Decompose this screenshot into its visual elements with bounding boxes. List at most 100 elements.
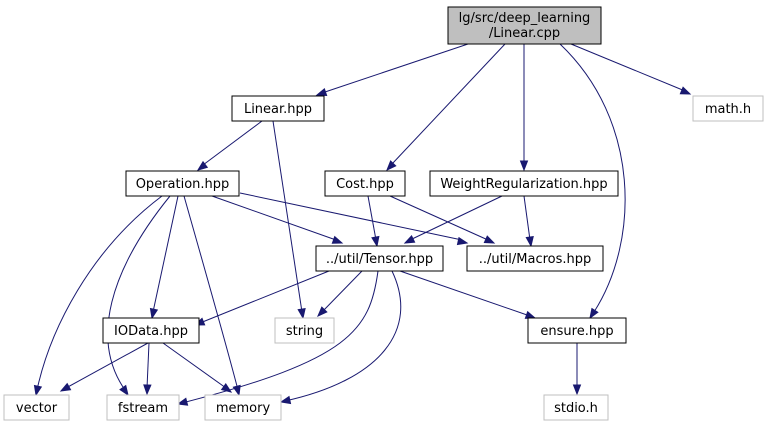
edge-root-to-ensure_hpp: [559, 43, 626, 320]
node-box: [543, 394, 609, 421]
node-box: [3, 394, 70, 421]
edge-tensor_hpp-to-iodata_hpp: [193, 270, 330, 326]
arrow-head-icon: [456, 236, 469, 246]
node-string[interactable]: string: [274, 317, 335, 344]
node-stdio-h[interactable]: stdio.h: [543, 394, 609, 421]
node-ensure-hpp[interactable]: ensure.hpp: [527, 317, 627, 344]
edge-root-to-cost_hpp: [386, 43, 506, 172]
edge-line: [162, 342, 227, 389]
edge-line: [523, 195, 531, 241]
arrow-head-icon: [519, 160, 529, 172]
edge-operation_hpp-to-tensor_hpp: [211, 195, 344, 244]
node-vector[interactable]: vector: [3, 394, 70, 421]
arrow-head-icon: [317, 306, 328, 317]
edge-linear_hpp-to-operation_hpp: [196, 120, 263, 171]
node-tensor-hpp[interactable]: ../util/Tensor.hpp: [315, 245, 444, 272]
edge-tensor_hpp-to-string: [317, 270, 363, 317]
node-iodata-hpp[interactable]: IOData.hpp: [102, 317, 200, 344]
edge-line: [559, 43, 626, 313]
node-box: [231, 95, 325, 122]
arrow-head-icon: [331, 235, 344, 244]
node-label: ensure.hpp: [540, 324, 613, 339]
arrow-head-icon: [483, 235, 496, 244]
edge-iodata_hpp-to-fstream: [143, 342, 152, 396]
node-label: stdio.h: [554, 401, 598, 416]
edge-line: [389, 195, 489, 241]
edge-layer: [33, 43, 692, 406]
edge-line: [321, 43, 469, 94]
edge-iodata_hpp-to-vector: [59, 342, 149, 392]
node-box: [315, 245, 444, 272]
edge-line: [399, 270, 531, 317]
node-operation-hpp[interactable]: Operation.hpp: [125, 170, 240, 197]
edge-line: [239, 192, 463, 241]
arrow-head-icon: [196, 160, 209, 171]
edge-cost_hpp-to-tensor_hpp: [367, 195, 380, 248]
arrow-head-icon: [525, 236, 534, 248]
node-box: [274, 317, 335, 344]
edge-line: [409, 195, 503, 241]
node-cost-hpp[interactable]: Cost.hpp: [324, 170, 406, 197]
edge-line: [199, 270, 330, 324]
edge-cost_hpp-to-macros_hpp: [389, 195, 496, 244]
arrow-head-icon: [59, 382, 72, 392]
node-box: [447, 6, 602, 45]
node-linear-hpp[interactable]: Linear.hpp: [231, 95, 325, 122]
edge-iodata_hpp-to-memory: [162, 342, 233, 393]
edge-operation_hpp-to-macros_hpp: [239, 192, 469, 246]
arrow-head-icon: [220, 383, 233, 393]
edge-line: [570, 43, 686, 92]
node-label: IOData.hpp: [114, 324, 188, 339]
node-label: Cost.hpp: [336, 177, 394, 192]
arrow-head-icon: [149, 307, 159, 320]
edge-operation_hpp-to-fstream: [107, 195, 171, 397]
node-box: [324, 170, 406, 197]
node-box: [125, 170, 240, 197]
node-box: [466, 245, 604, 272]
edge-line: [211, 195, 337, 241]
node-memory[interactable]: memory: [204, 394, 282, 421]
node-label: math.h: [705, 102, 751, 117]
arrow-head-icon: [589, 307, 599, 320]
node-label: ../util/Tensor.hpp: [326, 252, 433, 267]
node-label: Operation.hpp: [136, 177, 230, 192]
node-label: ../util/Macros.hpp: [479, 252, 592, 267]
edge-line: [65, 342, 149, 389]
arrow-head-icon: [297, 307, 306, 320]
edge-line: [107, 195, 171, 391]
edge-line: [284, 270, 402, 402]
arrow-head-icon: [119, 384, 129, 397]
node-weight-reg-hpp[interactable]: WeightRegularization.hpp: [429, 170, 619, 197]
arrow-head-icon: [371, 235, 380, 248]
node-label: string: [286, 324, 323, 339]
node-root[interactable]: lg/src/deep_learning/Linear.cpp: [447, 6, 602, 45]
arrow-head-icon: [33, 384, 43, 397]
edge-root-to-weight_reg_hpp: [519, 44, 529, 172]
edge-ensure_hpp-to-stdio_h: [572, 343, 582, 396]
node-label: memory: [216, 401, 271, 416]
edge-tensor_hpp-to-ensure_hpp: [399, 270, 537, 319]
edge-line: [152, 195, 179, 313]
node-macros-hpp[interactable]: ../util/Macros.hpp: [466, 245, 604, 272]
arrow-head-icon: [279, 395, 292, 405]
node-box: [527, 317, 627, 344]
node-box: [429, 170, 619, 197]
edge-line: [367, 195, 377, 241]
arrow-head-icon: [143, 384, 152, 396]
node-label: WeightRegularization.hpp: [440, 177, 607, 192]
edge-tensor_hpp-to-fstream: [176, 270, 379, 406]
arrow-head-icon: [572, 384, 582, 396]
edge-line: [183, 195, 239, 391]
node-label: Linear.hpp: [244, 102, 312, 117]
edge-line: [272, 120, 303, 313]
node-fstream[interactable]: fstream: [106, 394, 180, 421]
node-label-line-2: /Linear.cpp: [489, 26, 560, 41]
arrow-head-icon: [315, 87, 328, 96]
node-math-h[interactable]: math.h: [692, 95, 764, 122]
edge-weight_reg_hpp-to-macros_hpp: [523, 195, 534, 248]
arrow-head-icon: [679, 86, 692, 95]
edge-line: [146, 342, 150, 389]
edge-root-to-math_h: [570, 43, 692, 95]
arrow-head-icon: [403, 235, 416, 244]
edge-line: [321, 270, 363, 313]
